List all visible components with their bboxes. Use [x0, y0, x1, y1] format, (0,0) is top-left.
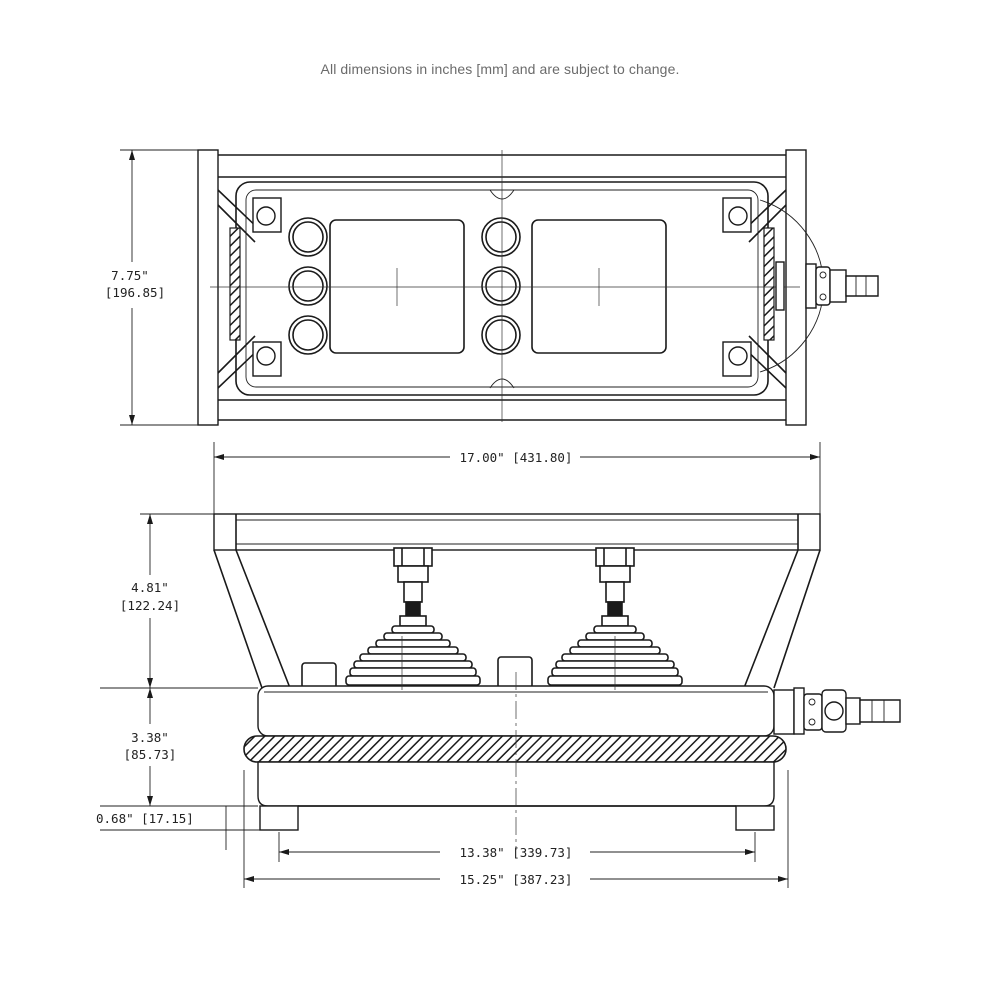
dimension-upper-height: 4.81" [122.24]	[100, 513, 258, 689]
dimension-foot-height: 0.68" [17.15]	[96, 806, 260, 850]
dimension-height-top: 7.75" [196.85]	[105, 149, 198, 426]
upper-height-mm-label: [122.24]	[120, 598, 180, 613]
dimension-width-top: 17.00" [431.80]	[213, 442, 821, 514]
base-height-mm-label: [85.73]	[124, 747, 177, 762]
foot-height-label: 0.68" [17.15]	[96, 811, 194, 826]
top-view	[197, 149, 879, 426]
base-width-label: 15.25" [387.23]	[460, 872, 573, 887]
dimension-base-height: 3.38" [85.73]	[100, 688, 258, 807]
height-top-label: 7.75"	[111, 268, 149, 283]
dimension-foot-span: 13.38" [339.73]	[278, 832, 756, 862]
dimension-base-width: 15.25" [387.23]	[243, 770, 789, 888]
side-view	[213, 513, 901, 850]
upper-height-label: 4.81"	[131, 580, 169, 595]
height-top-mm-label: [196.85]	[105, 285, 165, 300]
base-height-label: 3.38"	[131, 730, 169, 745]
dimensions-note: All dimensions in inches [mm] and are su…	[320, 61, 680, 77]
foot-span-label: 13.38" [339.73]	[460, 845, 573, 860]
width-top-label: 17.00" [431.80]	[460, 450, 573, 465]
